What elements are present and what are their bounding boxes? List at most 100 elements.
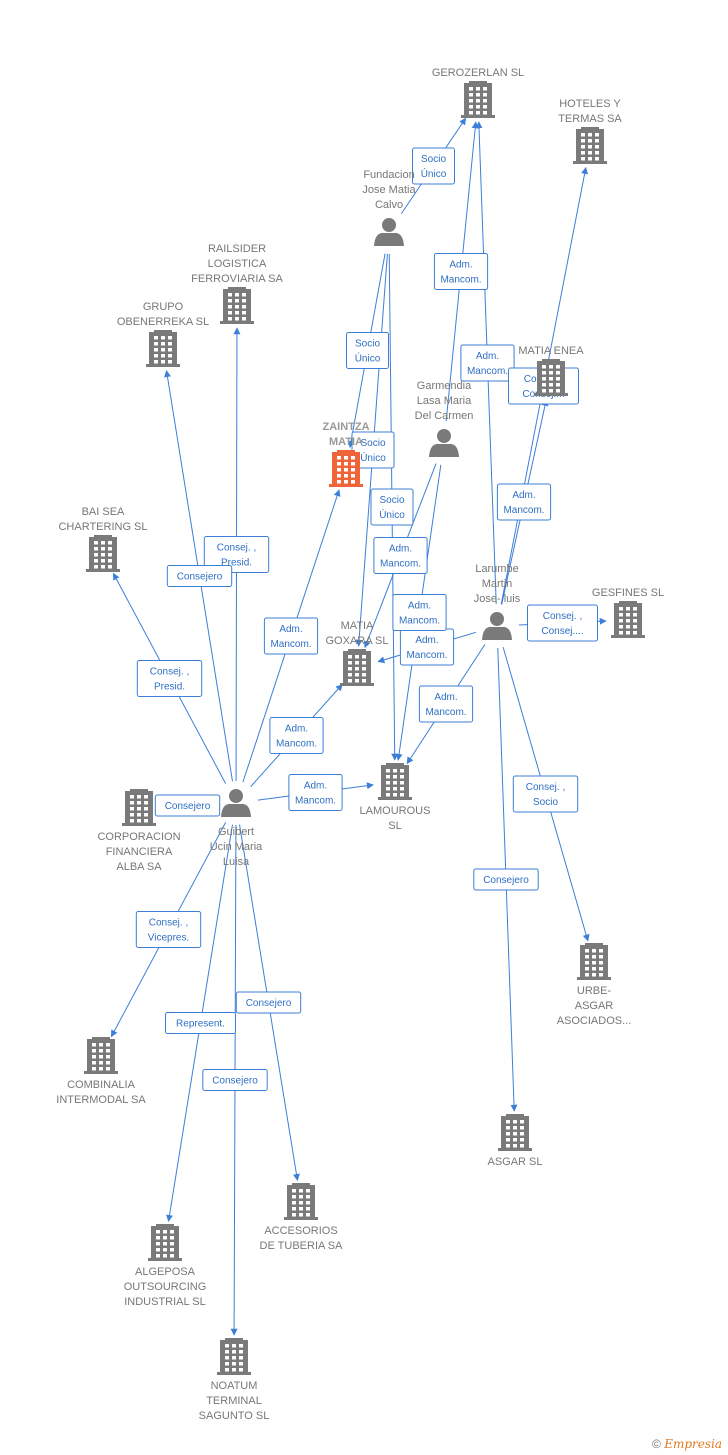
edge-label-text: Único <box>355 352 381 365</box>
building-icon <box>86 535 120 572</box>
edge-label-16[interactable]: Consejero <box>166 565 233 587</box>
edge-label-text: Mancom. <box>440 275 481 286</box>
edge-label-8[interactable]: Adm.Mancom. <box>496 483 552 521</box>
node-asgar[interactable]: ASGAR SL <box>487 1114 543 1168</box>
edge-label-7[interactable]: Adm. Mancom. <box>373 537 428 574</box>
edge-label-text: Adm. <box>389 544 412 555</box>
building-icon <box>340 649 374 686</box>
edge-label-box <box>135 911 202 948</box>
edge-label-box <box>433 253 489 290</box>
edge-label-2[interactable]: Adm.Mancom. <box>460 344 515 382</box>
node-matiaenea[interactable]: MATIA ENEA <box>518 345 584 396</box>
node-label: ASOCIADOS... <box>557 1015 632 1027</box>
edge-label-11[interactable]: Adm.Mancom. <box>392 594 447 631</box>
edge-label-box <box>392 594 447 631</box>
node-label: ASGAR <box>575 1000 614 1012</box>
person-icon <box>374 218 404 246</box>
edge-label-box <box>512 775 579 813</box>
edge-label-text: Consejero <box>483 875 529 886</box>
node-label: URBE- <box>577 985 612 997</box>
edge-label-text: Mancom. <box>276 739 317 750</box>
edge-label-box <box>412 147 455 185</box>
edge-label-box <box>235 991 302 1014</box>
edge-label-10[interactable]: Adm.Mancom. <box>418 685 474 723</box>
node-label: FINANCIERA <box>106 846 173 858</box>
node-label: LOGISTICA <box>208 258 267 270</box>
edge-label-24[interactable]: Consejero <box>235 991 302 1014</box>
edge-label-17[interactable]: Consej. ,Presid. <box>136 660 203 697</box>
building-icon <box>84 1037 118 1074</box>
edge-label-1[interactable]: Adm.Mancom. <box>433 253 489 290</box>
edge-label-text: Adm. <box>304 781 327 792</box>
node-label: NOATUM <box>211 1380 258 1392</box>
node-label: CHARTERING SL <box>58 521 147 533</box>
edge-label-13[interactable]: Consej. ,Socio <box>512 775 579 813</box>
edge-label-box <box>136 660 203 697</box>
edge-label-box <box>496 483 552 521</box>
node-corporacion[interactable]: CORPORACION FINANCIERA ALBA SA <box>97 789 181 873</box>
node-gesfines[interactable]: GESFINES SL <box>592 587 664 638</box>
node-label: DE TUBERIA SA <box>260 1240 344 1252</box>
edge-label-text: Consejero <box>177 572 223 583</box>
edge-label-22[interactable]: Consej. ,Vicepres. <box>135 911 202 948</box>
building-icon <box>220 287 254 324</box>
edge-label-text: Mancom. <box>380 559 421 570</box>
node-accesorios[interactable]: ACCESORIOS DE TUBERIA SA <box>260 1183 344 1252</box>
node-label: ALGEPOSA <box>135 1266 196 1278</box>
edge-label-21[interactable]: Consejero <box>154 794 221 817</box>
edge-label-20[interactable]: Adm.Mancom. <box>288 774 343 811</box>
edge-label-19[interactable]: Adm.Mancom. <box>269 717 324 754</box>
edge-label-18[interactable]: Adm.Mancom. <box>263 617 319 655</box>
edge-label-12[interactable]: Consej. ,Consej.... <box>527 604 598 642</box>
node-label: ALBA SA <box>116 861 162 873</box>
node-label: Del Carmen <box>415 410 474 422</box>
node-gerozerlan[interactable]: GEROZERLAN SL <box>432 67 524 118</box>
node-label: ACCESORIOS <box>264 1225 337 1237</box>
edge-label-box <box>373 537 428 574</box>
edge-label-14[interactable]: Consejero <box>473 868 539 891</box>
edge-label-text: Socio <box>421 154 446 165</box>
person-icon <box>429 429 459 457</box>
edge-label-25[interactable]: Consejero <box>202 1069 268 1091</box>
empresia-logo: Empresia <box>664 1437 722 1451</box>
edge-label-text: Único <box>421 167 447 180</box>
edge-label-box <box>202 1069 268 1091</box>
edge-label-text: Consej. , <box>150 667 189 678</box>
edge-label-9[interactable]: Adm.Mancom. <box>399 628 455 666</box>
building-icon <box>148 1224 182 1261</box>
node-label: Jose- luis <box>474 593 521 605</box>
person-icon <box>482 612 512 640</box>
edge-label-text: Mancom. <box>503 505 544 516</box>
node-urbe[interactable]: URBE- ASGAR ASOCIADOS... <box>557 943 632 1027</box>
node-label: Lasa Maria <box>417 395 472 407</box>
edge-label-text: Único <box>360 451 386 464</box>
edge-label-23[interactable]: Represent. <box>165 1012 236 1034</box>
node-label: Luisa <box>223 856 250 868</box>
node-label: ASGAR SL <box>487 1156 542 1168</box>
building-icon <box>122 789 156 826</box>
edge-label-text: Mancom. <box>467 366 508 377</box>
footer-brand[interactable]: © Empresia <box>652 1437 722 1451</box>
edge-label-15[interactable]: Consej. ,Presid. <box>203 536 270 573</box>
node-label: Garmendia <box>417 380 472 392</box>
node-label: CORPORACION <box>97 831 180 843</box>
